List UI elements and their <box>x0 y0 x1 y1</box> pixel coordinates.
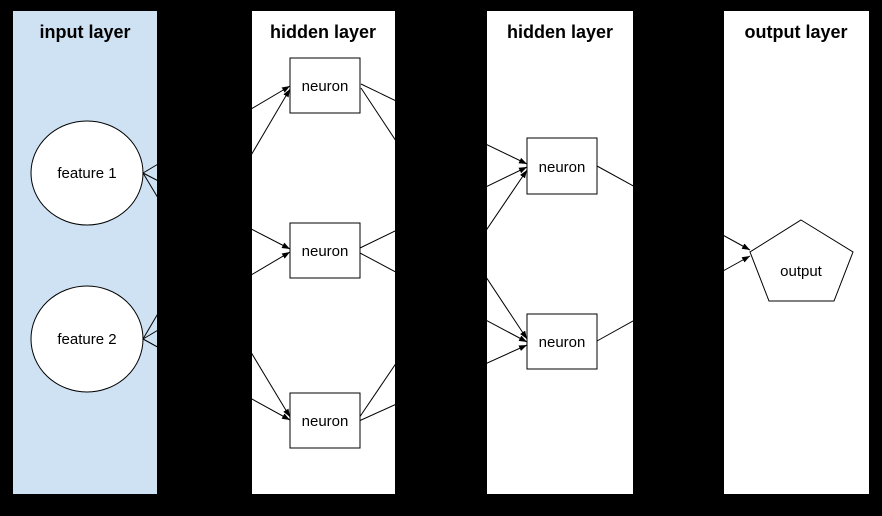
hidden-layer-2-panel <box>487 11 633 494</box>
layer-titles: input layer hidden layer hidden layer ou… <box>39 22 847 42</box>
hidden2-neuron-2-node <box>526 313 598 370</box>
edge-h1n3-h2n2 <box>358 344 528 422</box>
edge-feature2-neuron1 <box>142 88 291 340</box>
hidden1-neuron-2-node <box>289 222 361 279</box>
feature-1-node <box>30 120 144 226</box>
edge-feature1-neuron2 <box>142 172 291 250</box>
hidden1-neuron-1-label: neuron <box>302 78 349 95</box>
edge-h1n3-h2n1 <box>358 169 528 419</box>
hidden1-neuron-3-label: neuron <box>302 413 349 430</box>
hidden-layer-2-title: hidden layer <box>507 22 613 42</box>
output-layer-title: output layer <box>744 22 847 42</box>
hidden2-neuron-2-label: neuron <box>539 334 586 351</box>
edge-h1n2-h2n2 <box>359 252 528 343</box>
nodes: feature 1 feature 2 neuron neuron neuron… <box>30 57 854 449</box>
edge-h1n1-h2n1 <box>360 83 528 165</box>
edge-feature1-neuron1 <box>142 85 291 174</box>
feature-2-node <box>30 285 144 393</box>
hidden2-neuron-1-node <box>526 137 598 195</box>
feature-1-label: feature 1 <box>57 165 116 182</box>
connection-arrows <box>142 83 751 422</box>
hidden2-neuron-1-label: neuron <box>539 159 586 176</box>
hidden1-neuron-3-node <box>289 392 361 449</box>
hidden-layer-1-title: hidden layer <box>270 22 376 42</box>
edge-h1n1-h2n2 <box>360 87 528 340</box>
output-node <box>749 219 854 302</box>
edge-feature2-neuron2 <box>142 251 291 340</box>
output-label: output <box>780 263 823 280</box>
layer-panels <box>13 11 869 494</box>
edge-h2n1-output <box>596 165 751 251</box>
feature-2-label: feature 2 <box>57 331 116 348</box>
edge-h1n2-h2n1 <box>359 166 528 249</box>
edge-feature2-neuron3 <box>142 338 291 421</box>
edge-h2n2-output <box>596 255 751 342</box>
hidden1-neuron-2-label: neuron <box>302 243 349 260</box>
input-layer-title: input layer <box>39 22 130 42</box>
hidden1-neuron-1-node <box>289 57 361 114</box>
input-layer-panel <box>13 11 157 494</box>
